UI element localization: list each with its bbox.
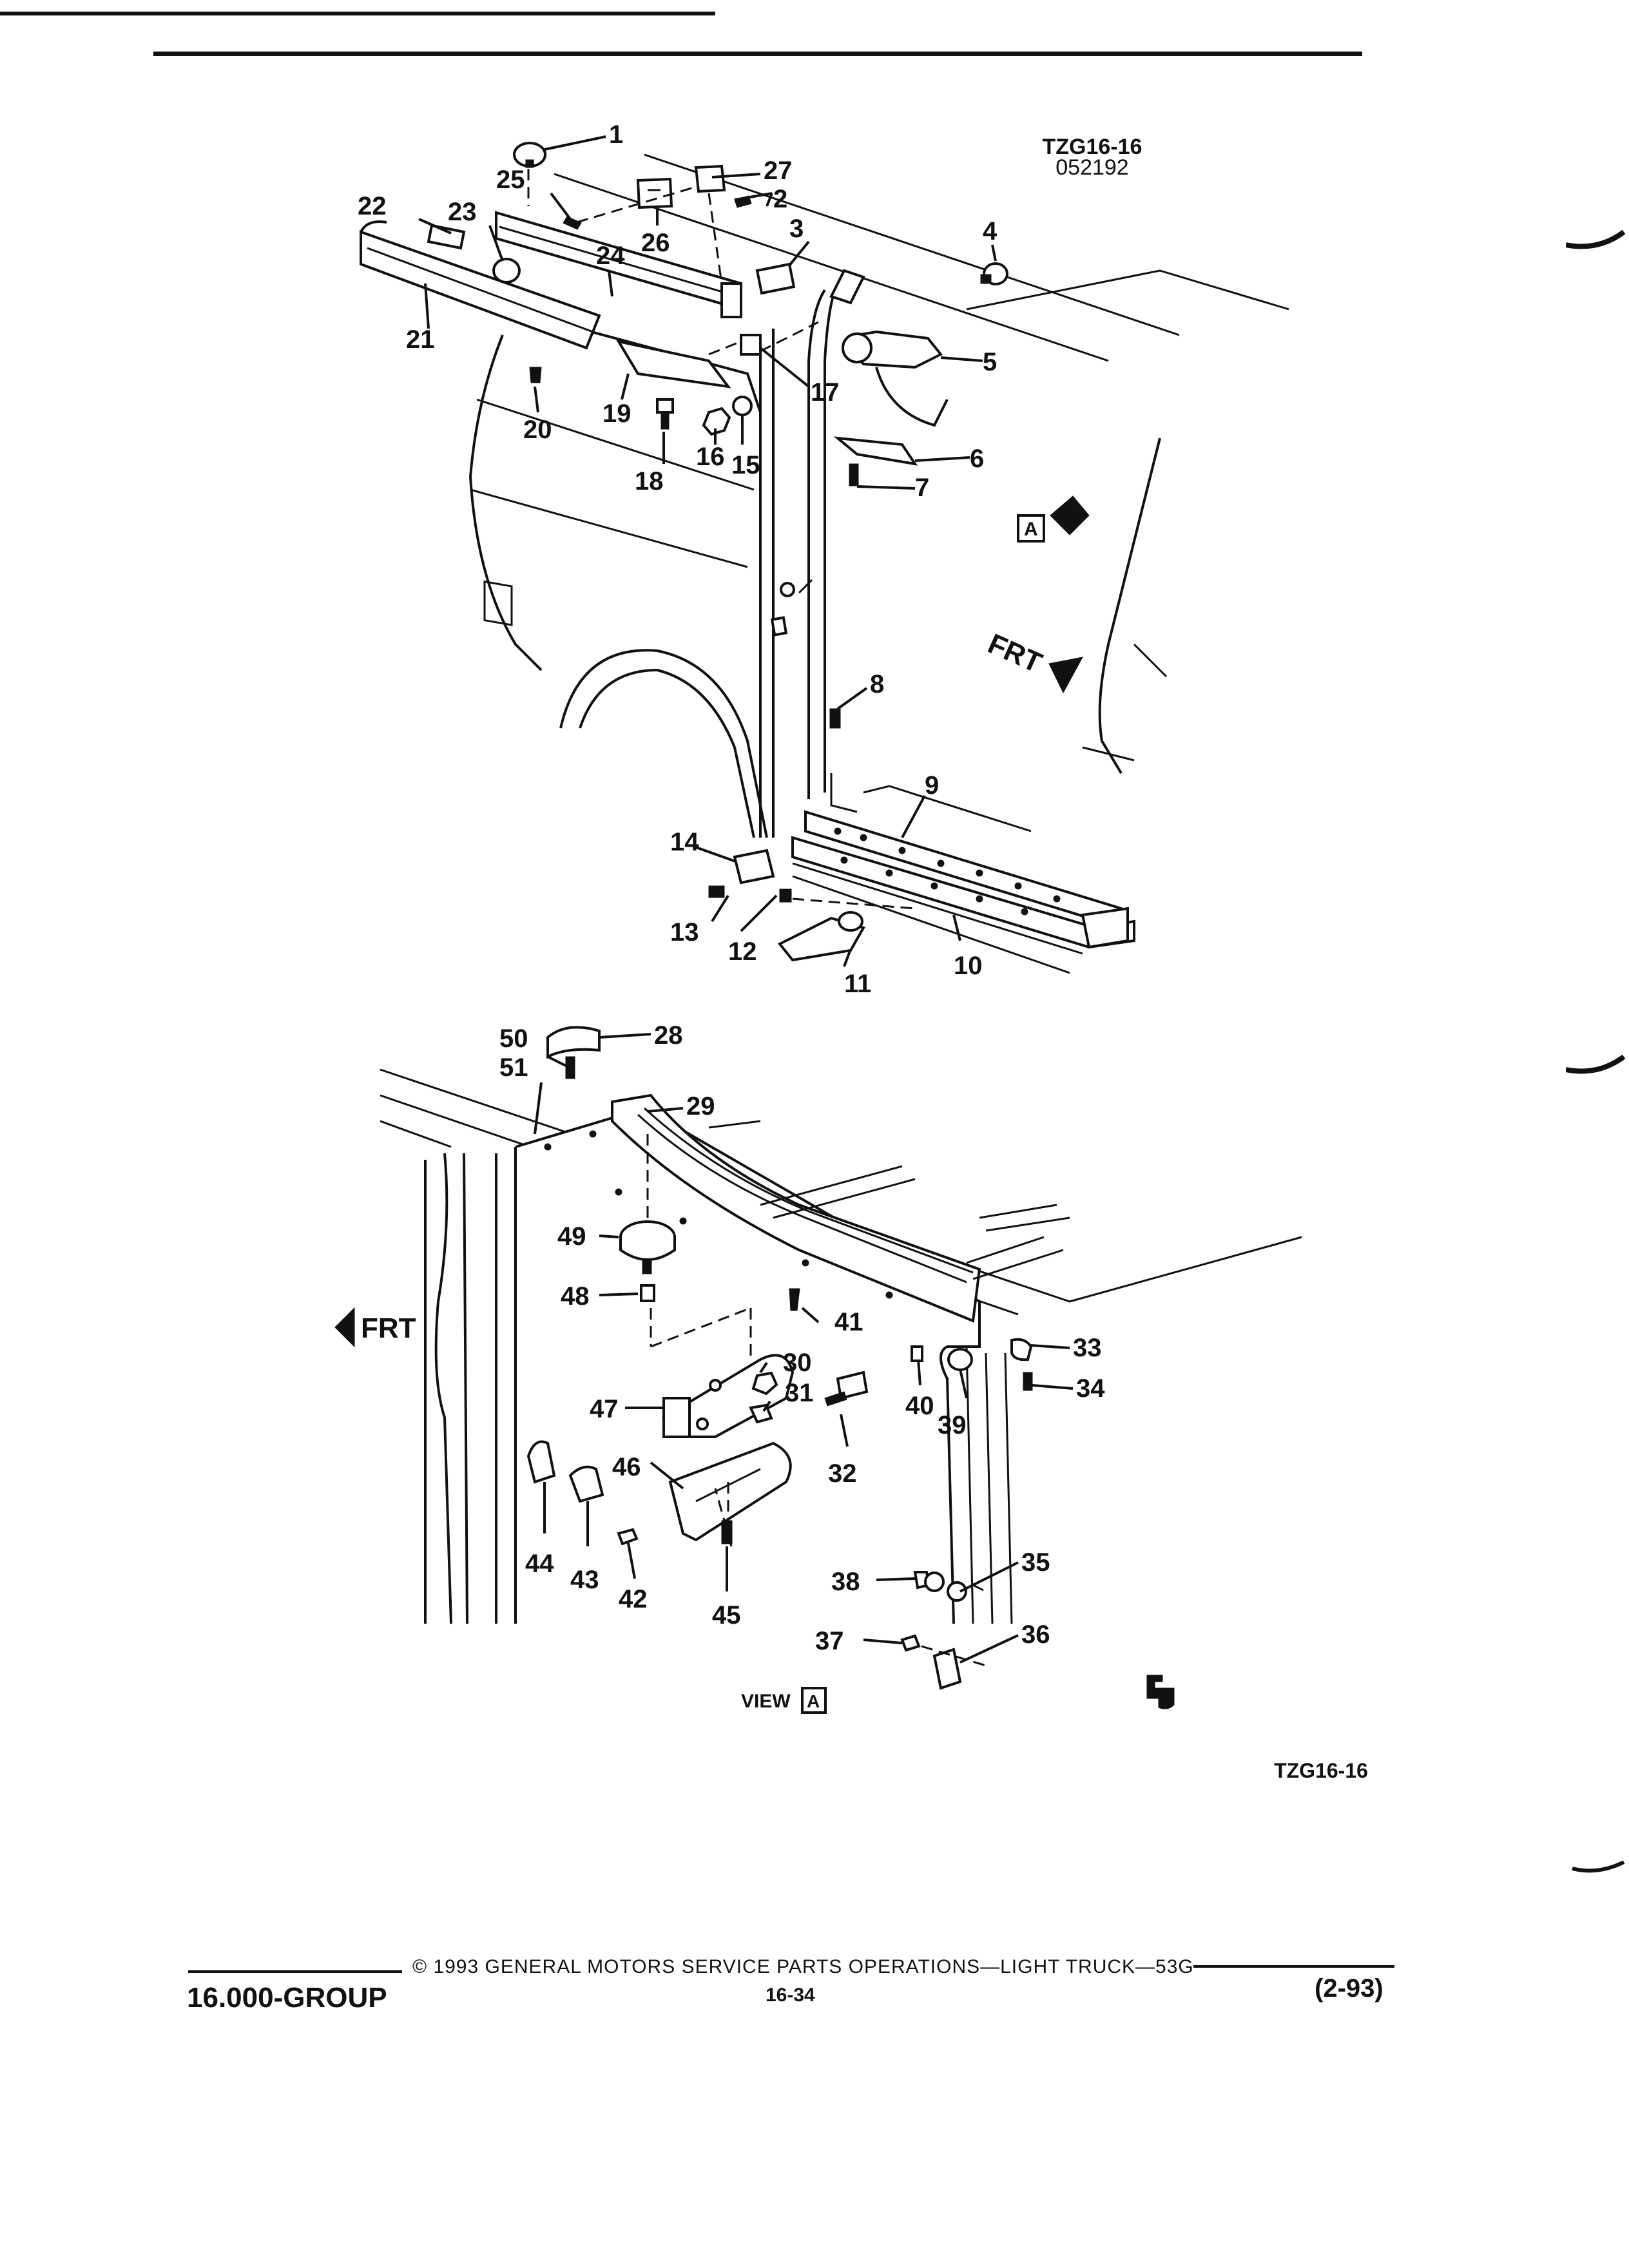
callout-21: 21 [406, 325, 435, 354]
callout-41: 41 [834, 1308, 863, 1336]
upper-leaders [418, 135, 997, 967]
figure-code-bottom: TZG16-16 [1274, 1759, 1368, 1782]
header-rule [153, 52, 1362, 56]
callout-36: 36 [1021, 1620, 1050, 1649]
sill-plates [708, 773, 1135, 974]
callout-16: 16 [696, 443, 725, 471]
drawing-code: TZG16-16 [1042, 135, 1142, 159]
callout-19: 19 [602, 399, 631, 428]
callout-24: 24 [596, 242, 625, 270]
svg-text:VIEW: VIEW [741, 1691, 791, 1712]
callout-44: 44 [525, 1550, 554, 1578]
callout-50: 50 [499, 1024, 528, 1053]
callout-48: 48 [561, 1282, 590, 1311]
callout-25: 25 [496, 166, 525, 194]
callout-31: 31 [785, 1379, 814, 1407]
revision-date: (2-93) [1315, 1974, 1383, 2003]
callout-15: 15 [731, 451, 760, 479]
binder-marks [1566, 229, 1626, 1873]
callout-3: 3 [789, 215, 804, 243]
copyright-line: © 1993 GENERAL MOTORS SERVICE PARTS OPER… [412, 1956, 1194, 1977]
callout-43: 43 [570, 1566, 599, 1594]
svg-text:FRT: FRT [983, 628, 1046, 679]
callout-45: 45 [712, 1601, 741, 1629]
callout-37: 37 [815, 1627, 844, 1655]
callout-6: 6 [970, 445, 984, 473]
callout-39: 39 [938, 1411, 967, 1439]
callout-2: 2 [773, 185, 787, 213]
frt-arrow-upper: FRT [983, 628, 1083, 694]
callout-5: 5 [983, 348, 997, 376]
callout-7: 7 [915, 474, 929, 502]
callout-40: 40 [905, 1392, 934, 1420]
callout-13: 13 [670, 918, 699, 947]
callout-28: 28 [654, 1021, 683, 1050]
callout-33: 33 [1073, 1334, 1102, 1362]
rear-rail [360, 220, 601, 350]
callout-32: 32 [828, 1459, 857, 1488]
callout-46: 46 [612, 1453, 641, 1481]
callout-22: 22 [358, 192, 387, 220]
callout-10: 10 [954, 952, 983, 980]
callout-17: 17 [811, 378, 840, 407]
callout-23: 23 [448, 198, 477, 226]
callout-49: 49 [557, 1222, 586, 1251]
callout-35: 35 [1021, 1548, 1050, 1577]
callout-27: 27 [764, 157, 793, 185]
callout-30: 30 [783, 1349, 812, 1377]
upper-track [495, 211, 742, 318]
callout-12: 12 [728, 937, 757, 966]
lower-leaders [534, 1033, 1074, 1667]
footer-rule-left [188, 1970, 402, 1973]
page-number: 16-34 [766, 1984, 815, 2006]
callout-20: 20 [523, 416, 552, 444]
view-a-marker: A [1017, 495, 1090, 543]
drawing-date: 052192 [1055, 155, 1129, 180]
callout-4: 4 [983, 217, 998, 245]
callout-26: 26 [641, 229, 670, 257]
callout-29: 29 [686, 1092, 715, 1120]
footer-rule-right [1193, 1965, 1394, 1968]
callout-8: 8 [870, 670, 884, 698]
svg-text:A: A [1024, 519, 1038, 540]
group-label: 16.000-GROUP [187, 1982, 387, 2013]
callout-51: 51 [499, 1053, 528, 1082]
door-frame-lower [380, 1068, 1302, 1624]
callout-14: 14 [670, 828, 699, 856]
svg-text:A: A [807, 1691, 820, 1711]
callout-18: 18 [635, 467, 664, 495]
callout-47: 47 [590, 1395, 619, 1423]
view-caption: VIEW A [741, 1687, 827, 1714]
callout-34: 34 [1076, 1374, 1105, 1403]
frt-arrow-lower: FRT [334, 1307, 416, 1348]
callout-42: 42 [619, 1585, 648, 1613]
callout-9: 9 [925, 771, 939, 800]
gm-service-mark [1146, 1675, 1175, 1709]
callout-38: 38 [831, 1568, 860, 1596]
callout-1: 1 [609, 120, 623, 149]
lower-hardware [526, 1026, 1033, 1690]
svg-text:FRT: FRT [361, 1312, 416, 1344]
top-edge-rule [0, 12, 715, 15]
callout-11: 11 [844, 970, 871, 998]
upper-hardware [427, 142, 1008, 729]
